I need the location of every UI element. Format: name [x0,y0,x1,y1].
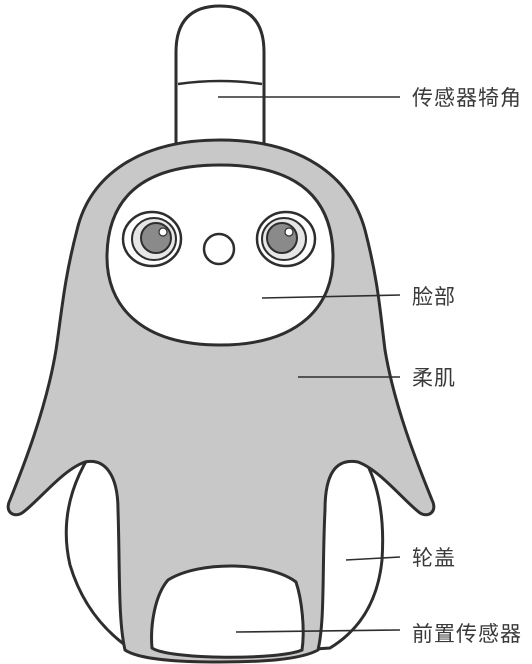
nose-sensor [202,232,236,266]
face-panel [105,163,335,347]
front-sensor-window [150,564,305,659]
leader-wheel [345,556,401,561]
right-eye [255,210,317,268]
leader-front [235,629,401,633]
label-horn-sensor: 传感器犄角 [412,86,522,110]
label-soft-skin: 柔肌 [412,366,456,390]
horn-capsule [174,4,266,150]
label-face: 脸部 [412,285,456,309]
horn-sensor [174,4,266,150]
label-front-sensor: 前置传感器 [412,622,522,646]
label-wheel-cover: 轮盖 [412,546,456,570]
horn-tip-divider [177,79,263,86]
left-eye [121,210,183,268]
leader-lines [218,96,401,633]
leader-face [261,294,401,299]
